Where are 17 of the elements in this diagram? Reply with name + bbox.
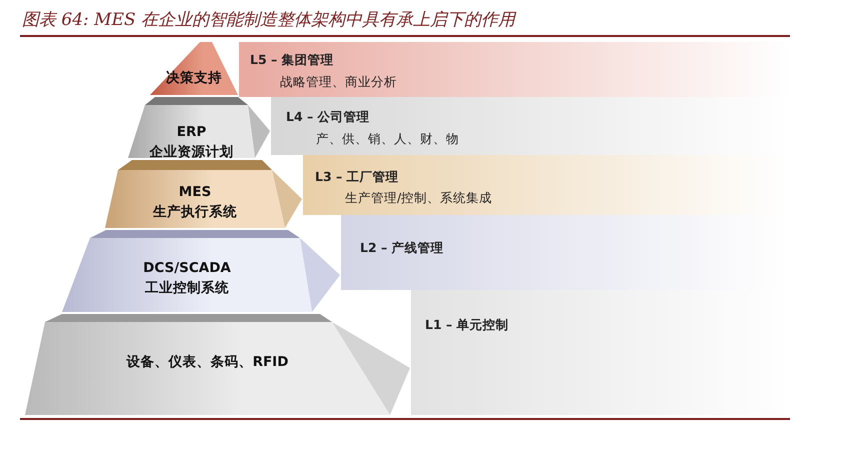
level-heading: L1 – 单元控制 [425, 317, 509, 334]
tier-label: 企业资源计划 [148, 143, 234, 162]
tier-label: DCS/SCADA [142, 259, 232, 278]
title: 图表 64: MES 在企业的智能制造整体架构中具有承上启下的作用 [22, 9, 516, 31]
tier-label: ERP [176, 123, 208, 142]
tier-label: 生产执行系统 [152, 203, 238, 222]
tier-label: MES [178, 183, 212, 202]
level-heading: L3 – 工厂管理 [315, 169, 399, 186]
level-heading: L4 – 公司管理 [286, 109, 370, 126]
tier-label: 工业控制系统 [144, 279, 230, 298]
tier-label: 决策支持 [165, 69, 223, 88]
level-description: 战略管理、商业分析 [280, 74, 397, 91]
level-heading: L5 – 集团管理 [250, 52, 334, 69]
tier-label: 设备、仪表、条码、RFID [125, 353, 290, 372]
level-heading: L2 – 产线管理 [360, 240, 444, 257]
level-description: 生产管理/控制、系统集成 [345, 190, 492, 207]
level-description: 产、供、销、人、财、物 [316, 131, 459, 148]
